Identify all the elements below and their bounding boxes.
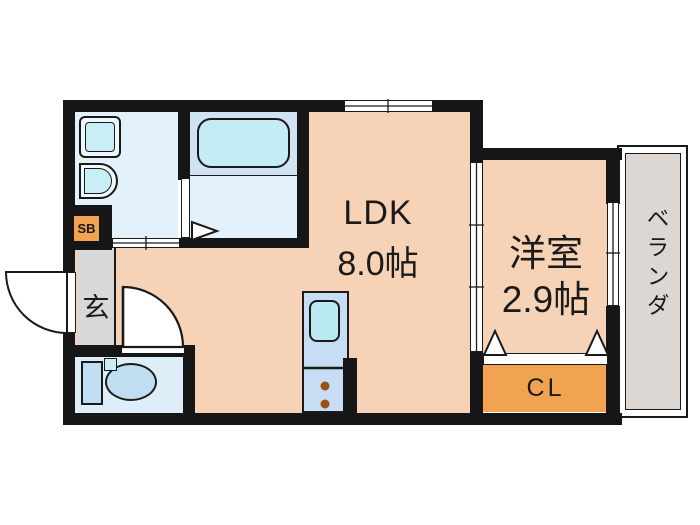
entrance-label: 玄 [82,293,110,323]
shoe-box-label: SB [77,221,96,236]
ldk-room-size: 8.0帖 [337,245,419,283]
bathroom-floor [190,175,297,238]
entrance-door-arc [4,271,68,335]
western-room-label: 洋室 [509,233,583,274]
wall-bath-left [178,112,190,180]
wall-western-top [470,148,622,160]
window-top [344,100,433,112]
ldk-room-label: LDK [343,194,413,232]
wall-western-right-upper [606,148,620,204]
bathroom-door-panel [181,178,190,238]
wall-toilet-right [183,345,195,413]
wall-kitchen-stub [343,358,357,413]
toilet-button [104,358,117,371]
washbasin-inner [84,168,112,194]
veranda-floor [625,153,681,410]
toilet-doorway [122,345,184,353]
washroom-sliding-door [112,238,180,248]
closet-floor [483,365,608,412]
toilet-tank [81,361,103,405]
wall-partition-bottom [470,352,483,413]
washing-machine-pan-inner [85,122,115,152]
wall-ldk-step [470,100,483,162]
closet-door-band [483,353,608,365]
entrance-door-leaf [66,272,76,333]
wall-left [63,100,75,425]
entrance-floor [77,248,116,345]
ldk-floor-upper [309,112,470,248]
shoe-box: SB [74,216,99,241]
wall-bath-bottom [178,238,309,248]
bathtub-icon [197,118,290,168]
wall-bottom [63,413,622,425]
veranda-label: ベランダ [643,206,669,322]
kitchen-sink-icon [309,300,340,342]
closet-label: CL [526,374,565,402]
wall-bath-right [297,112,309,248]
western-room-size: 2.9帖 [501,279,591,320]
toilet-bowl [105,363,157,401]
